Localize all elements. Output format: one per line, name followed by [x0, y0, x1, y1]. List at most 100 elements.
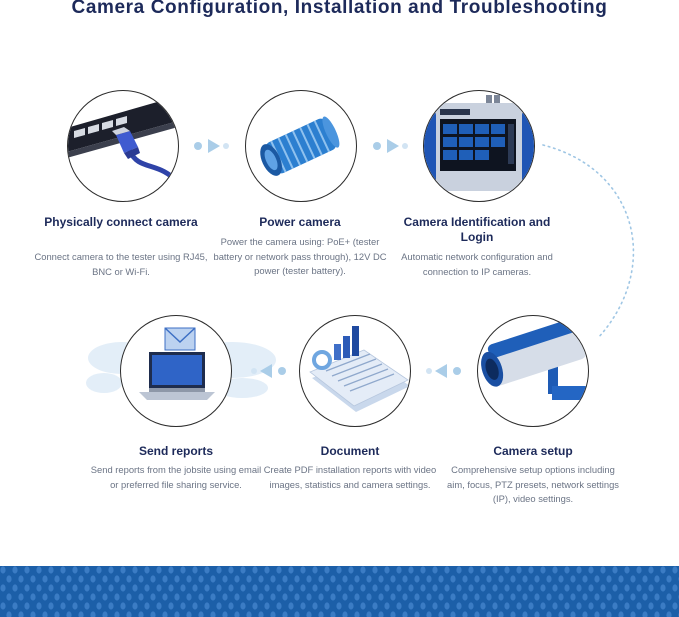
step-4-illustration — [477, 315, 589, 427]
footer-dot — [156, 566, 162, 574]
footer-dot — [198, 575, 204, 583]
footer-dot — [636, 566, 642, 574]
footer-dot — [66, 611, 72, 617]
footer-dot — [636, 602, 642, 610]
footer-dot — [636, 584, 642, 592]
footer-dot — [354, 575, 360, 583]
footer-dot — [504, 566, 510, 574]
footer-dot — [552, 584, 558, 592]
footer-dot — [546, 575, 552, 583]
footer-dot — [366, 611, 372, 617]
footer-dot — [660, 584, 666, 592]
footer-dot — [108, 602, 114, 610]
step-5-title: Document — [320, 444, 380, 458]
footer-dot — [612, 602, 618, 610]
footer-dot — [372, 602, 378, 610]
footer-dot — [300, 584, 306, 592]
footer-dot — [168, 584, 174, 592]
footer-dot — [30, 593, 36, 601]
footer-dot — [408, 602, 414, 610]
footer-dot — [240, 584, 246, 592]
footer-dot — [582, 611, 588, 617]
footer-dot — [90, 575, 96, 583]
footer-dot — [288, 566, 294, 574]
footer-dot — [324, 566, 330, 574]
footer-dot — [504, 602, 510, 610]
footer-dot — [450, 611, 456, 617]
footer-dot — [348, 602, 354, 610]
step-3-description: Automatic network configuration and conn… — [401, 251, 553, 277]
footer-dot — [672, 566, 678, 574]
footer-dot — [432, 584, 438, 592]
footer-dot — [162, 611, 168, 617]
footer-dot — [42, 593, 48, 601]
footer-dot — [540, 566, 546, 574]
footer-dot — [150, 593, 156, 601]
footer-dot — [480, 566, 486, 574]
footer-dot — [252, 566, 258, 574]
laptop-email-icon — [139, 327, 215, 400]
arrow-left-icon — [426, 364, 461, 378]
footer-dot — [444, 566, 450, 574]
footer-dot — [336, 602, 342, 610]
step-2-illustration — [245, 90, 357, 202]
footer-dot — [432, 602, 438, 610]
footer-dot — [144, 602, 150, 610]
footer-dot — [276, 584, 282, 592]
footer-dot — [0, 602, 6, 610]
footer-dot — [534, 611, 540, 617]
footer-dot — [312, 566, 318, 574]
footer-dot — [102, 593, 108, 601]
footer-dot — [96, 566, 102, 574]
footer-dot — [390, 611, 396, 617]
footer-dot — [564, 566, 570, 574]
footer-band — [0, 566, 679, 617]
footer-dot — [288, 602, 294, 610]
footer-dot — [654, 593, 660, 601]
footer-dot — [42, 575, 48, 583]
footer-dot — [360, 566, 366, 574]
footer-dot — [258, 593, 264, 601]
footer-dot — [624, 584, 630, 592]
footer-dot — [246, 611, 252, 617]
footer-dot — [618, 611, 624, 617]
footer-dot — [396, 566, 402, 574]
footer-dot — [330, 575, 336, 583]
footer-dot — [486, 611, 492, 617]
footer-dot — [546, 611, 552, 617]
footer-dot — [516, 566, 522, 574]
footer-dot — [240, 566, 246, 574]
footer-dot — [252, 584, 258, 592]
footer-dot — [426, 575, 432, 583]
footer-dot — [486, 575, 492, 583]
footer-dot — [516, 602, 522, 610]
footer-dot — [456, 566, 462, 574]
footer-dot — [600, 602, 606, 610]
footer-dot — [126, 575, 132, 583]
footer-dot — [576, 584, 582, 592]
footer-dot — [408, 584, 414, 592]
footer-dot — [462, 575, 468, 583]
footer-dot — [102, 611, 108, 617]
footer-dot — [174, 593, 180, 601]
footer-dot — [150, 575, 156, 583]
footer-dot — [588, 602, 594, 610]
step-5-description: Create PDF installation reports with vid… — [263, 464, 437, 490]
footer-dot — [66, 593, 72, 601]
footer-dot — [276, 602, 282, 610]
footer-dot — [222, 593, 228, 601]
footer-dot — [570, 611, 576, 617]
footer-dot — [372, 566, 378, 574]
footer-dot — [42, 611, 48, 617]
footer-dot — [198, 611, 204, 617]
footer-dot — [672, 602, 678, 610]
footer-dot — [306, 611, 312, 617]
footer-dot — [372, 584, 378, 592]
footer-dot — [558, 593, 564, 601]
footer-dot — [594, 593, 600, 601]
step-1-description: Connect camera to the tester using RJ45,… — [34, 251, 208, 277]
footer-dot — [276, 566, 282, 574]
footer-dot — [588, 584, 594, 592]
footer-dot — [300, 566, 306, 574]
footer-dot — [462, 611, 468, 617]
